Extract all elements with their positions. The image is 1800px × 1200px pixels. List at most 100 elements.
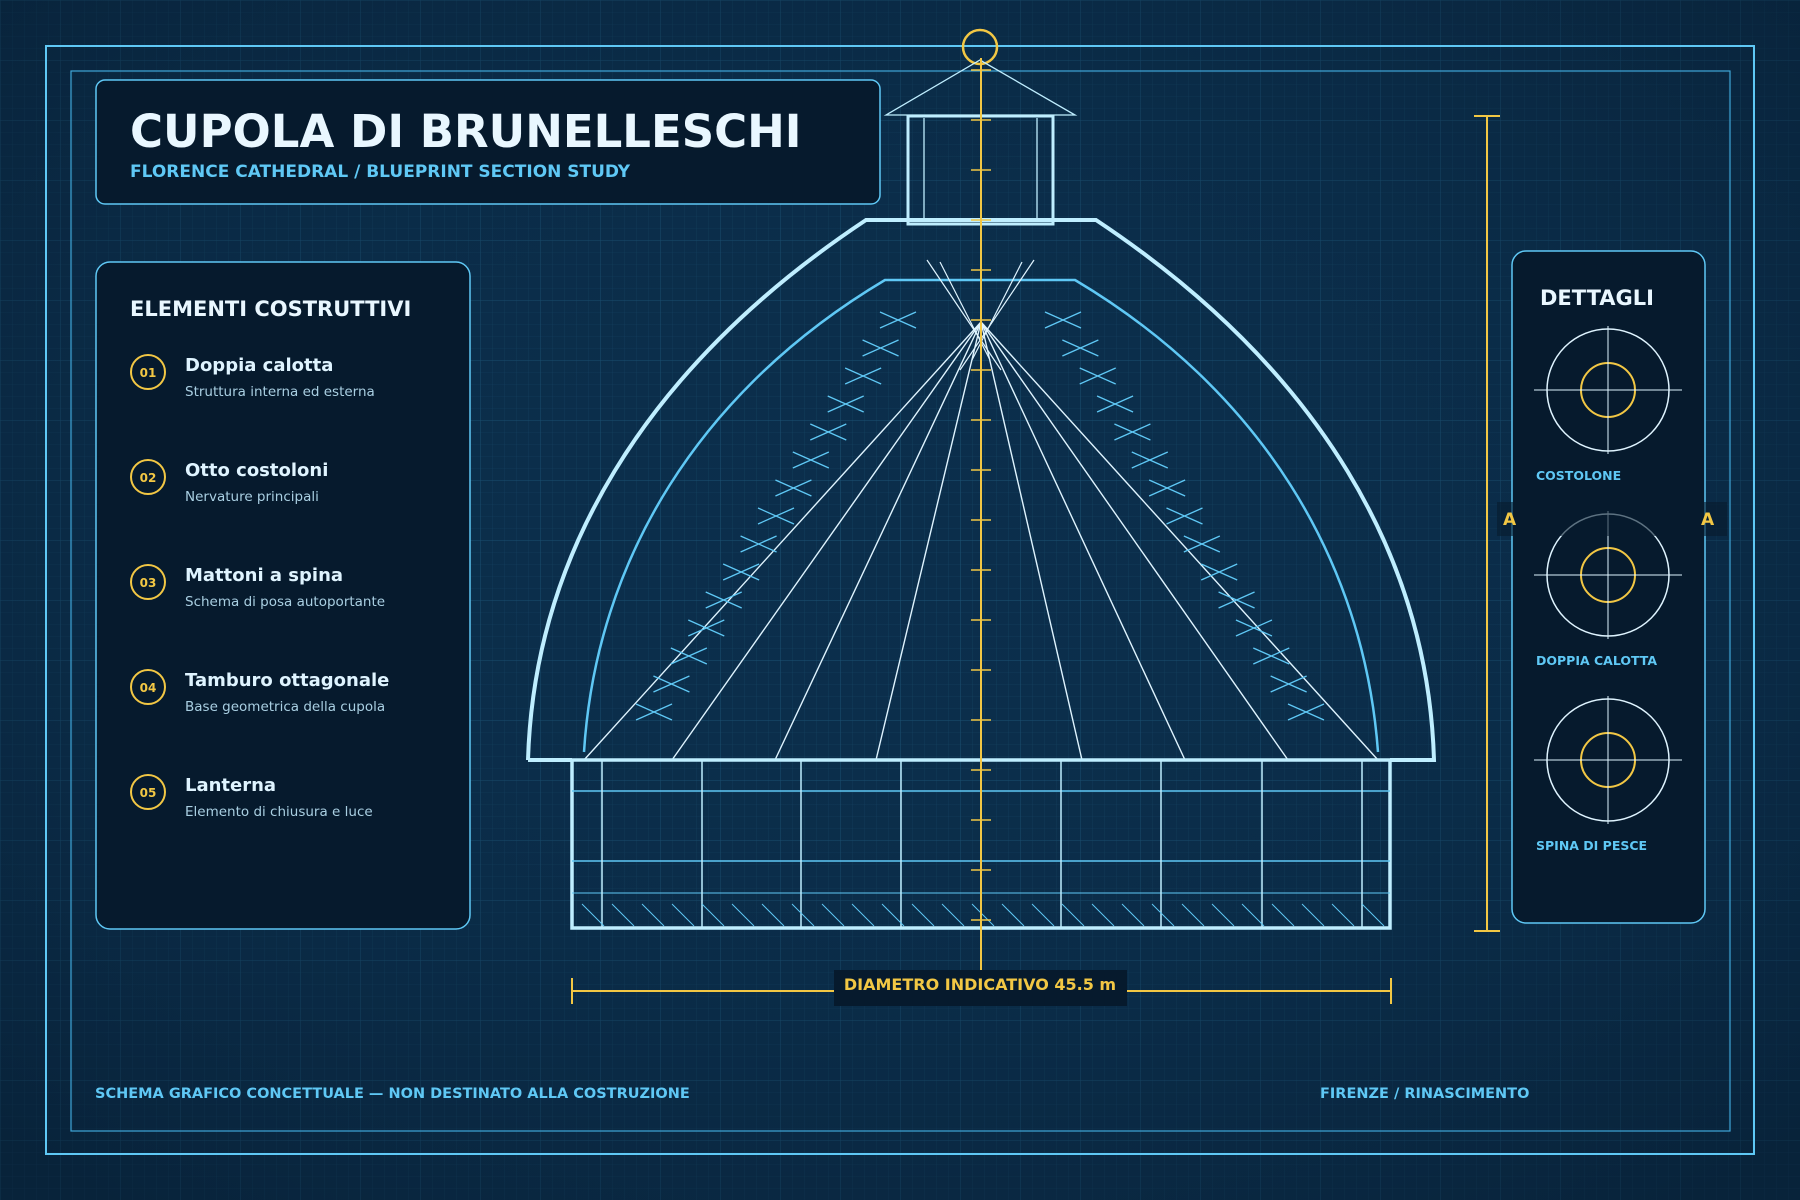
herringbone-mark bbox=[635, 703, 673, 721]
hatch-stroke bbox=[971, 903, 995, 927]
herringbone-mark bbox=[670, 647, 708, 665]
height-label-bg bbox=[1497, 502, 1727, 536]
herringbone-mark bbox=[757, 507, 795, 525]
herringbone-mark bbox=[862, 339, 899, 357]
rib-line bbox=[671, 321, 982, 761]
hatch-stroke bbox=[1181, 903, 1205, 927]
hatch-stroke bbox=[701, 903, 725, 927]
footer-disclaimer: SCHEMA GRAFICO CONCETTUALE — NON DESTINA… bbox=[95, 1086, 690, 1102]
herringbone-mark bbox=[810, 423, 847, 441]
element-description: Struttura interna ed esterna bbox=[185, 384, 375, 400]
rib-line bbox=[980, 321, 1379, 761]
hatch-stroke bbox=[851, 903, 875, 927]
herringbone-mark bbox=[1235, 619, 1273, 637]
details-heading: DETTAGLI bbox=[1540, 286, 1654, 310]
element-title: Otto costoloni bbox=[185, 460, 328, 481]
hatch-stroke bbox=[1091, 903, 1115, 927]
element-title: Lanterna bbox=[185, 775, 276, 796]
detail-item: SPINA DI PESCE bbox=[1534, 696, 1682, 853]
outer-shell bbox=[526, 218, 1437, 762]
herringbone-mark bbox=[792, 451, 830, 469]
element-number: 05 bbox=[140, 786, 157, 800]
herringbone-mark bbox=[1183, 535, 1221, 553]
herringbone-mark bbox=[705, 591, 742, 609]
elements-panel-box bbox=[95, 261, 471, 930]
element-description: Nervature principali bbox=[185, 489, 319, 505]
page-subtitle: FLORENCE CATHEDRAL / BLUEPRINT SECTION S… bbox=[130, 162, 631, 182]
central-axis-ticks bbox=[971, 69, 991, 921]
page-title: CUPOLA DI BRUNELLESCHI bbox=[130, 105, 802, 158]
herringbone-mark bbox=[827, 395, 864, 413]
herringbone-mark bbox=[1044, 311, 1082, 329]
element-description: Schema di posa autoportante bbox=[185, 594, 385, 610]
hatch-stroke bbox=[1001, 903, 1025, 927]
element-number-badge bbox=[130, 459, 166, 495]
inner-frame bbox=[70, 70, 1731, 1132]
detail-label: DOPPIA CALOTTA bbox=[1536, 653, 1657, 668]
herringbone-mark bbox=[1079, 367, 1116, 385]
height-label-right: A bbox=[1701, 510, 1715, 530]
herringbone-mark bbox=[1096, 395, 1134, 413]
herringbone-mark bbox=[722, 563, 760, 581]
hatch-stroke bbox=[1301, 903, 1325, 927]
herringbone-mark bbox=[1148, 479, 1186, 497]
rib-line bbox=[980, 321, 1186, 761]
element-title: Mattoni a spina bbox=[185, 565, 343, 586]
hatch-stroke bbox=[731, 903, 755, 927]
rib-line bbox=[980, 321, 1083, 761]
hatch-stroke bbox=[641, 903, 665, 927]
element-number-badge bbox=[130, 354, 166, 390]
elements-heading: ELEMENTI COSTRUTTIVI bbox=[130, 297, 411, 321]
hatch-stroke bbox=[1241, 903, 1265, 927]
herringbone-mark bbox=[1253, 647, 1290, 665]
hatch-stroke bbox=[1031, 903, 1055, 927]
rib-crossing bbox=[926, 259, 1002, 371]
rib-line bbox=[980, 321, 1289, 761]
herringbone-mark bbox=[1131, 451, 1169, 469]
element-number: 03 bbox=[140, 576, 157, 590]
herringbone-mark bbox=[1218, 591, 1255, 609]
dome-drawing bbox=[526, 28, 1437, 972]
diameter-dimension: DIAMETRO INDICATIVO 45.5 m bbox=[571, 970, 1392, 1006]
element-number: 04 bbox=[140, 681, 157, 695]
diameter-label: DIAMETRO INDICATIVO 45.5 m bbox=[844, 975, 1116, 994]
hatch-stroke bbox=[821, 903, 845, 927]
ribs bbox=[583, 259, 1379, 761]
hatch-stroke bbox=[911, 903, 935, 927]
herringbone-mark bbox=[879, 311, 917, 329]
drum-hatching bbox=[581, 903, 1385, 927]
height-label-left: A bbox=[1503, 510, 1517, 530]
hatch-stroke bbox=[1211, 903, 1235, 927]
header-panel bbox=[95, 79, 881, 205]
herringbone-mark bbox=[1200, 563, 1238, 581]
herringbone-mark bbox=[653, 675, 690, 693]
herringbone-mark bbox=[1062, 339, 1099, 357]
element-number: 01 bbox=[140, 366, 157, 380]
element-number: 02 bbox=[140, 471, 157, 485]
rib-crossing bbox=[959, 259, 1035, 371]
hatch-stroke bbox=[1361, 903, 1385, 927]
element-number-badge bbox=[130, 564, 166, 600]
header-box: CUPOLA DI BRUNELLESCHI FLORENCE CATHEDRA… bbox=[95, 79, 881, 205]
hatch-stroke bbox=[1121, 903, 1145, 927]
herringbone-mark bbox=[1166, 507, 1203, 525]
detail-item: COSTOLONE bbox=[1534, 326, 1682, 483]
hatch-stroke bbox=[761, 903, 785, 927]
hatch-stroke bbox=[581, 903, 605, 927]
element-description: Base geometrica della cupola bbox=[185, 699, 385, 715]
hatch-stroke bbox=[671, 903, 695, 927]
hatch-stroke bbox=[1271, 903, 1295, 927]
hatch-stroke bbox=[611, 903, 635, 927]
herringbone-mark bbox=[740, 535, 777, 553]
drum-columns bbox=[601, 760, 1363, 928]
hatch-stroke bbox=[941, 903, 965, 927]
rib-line bbox=[774, 321, 982, 761]
herringbone-pattern bbox=[635, 311, 1325, 721]
